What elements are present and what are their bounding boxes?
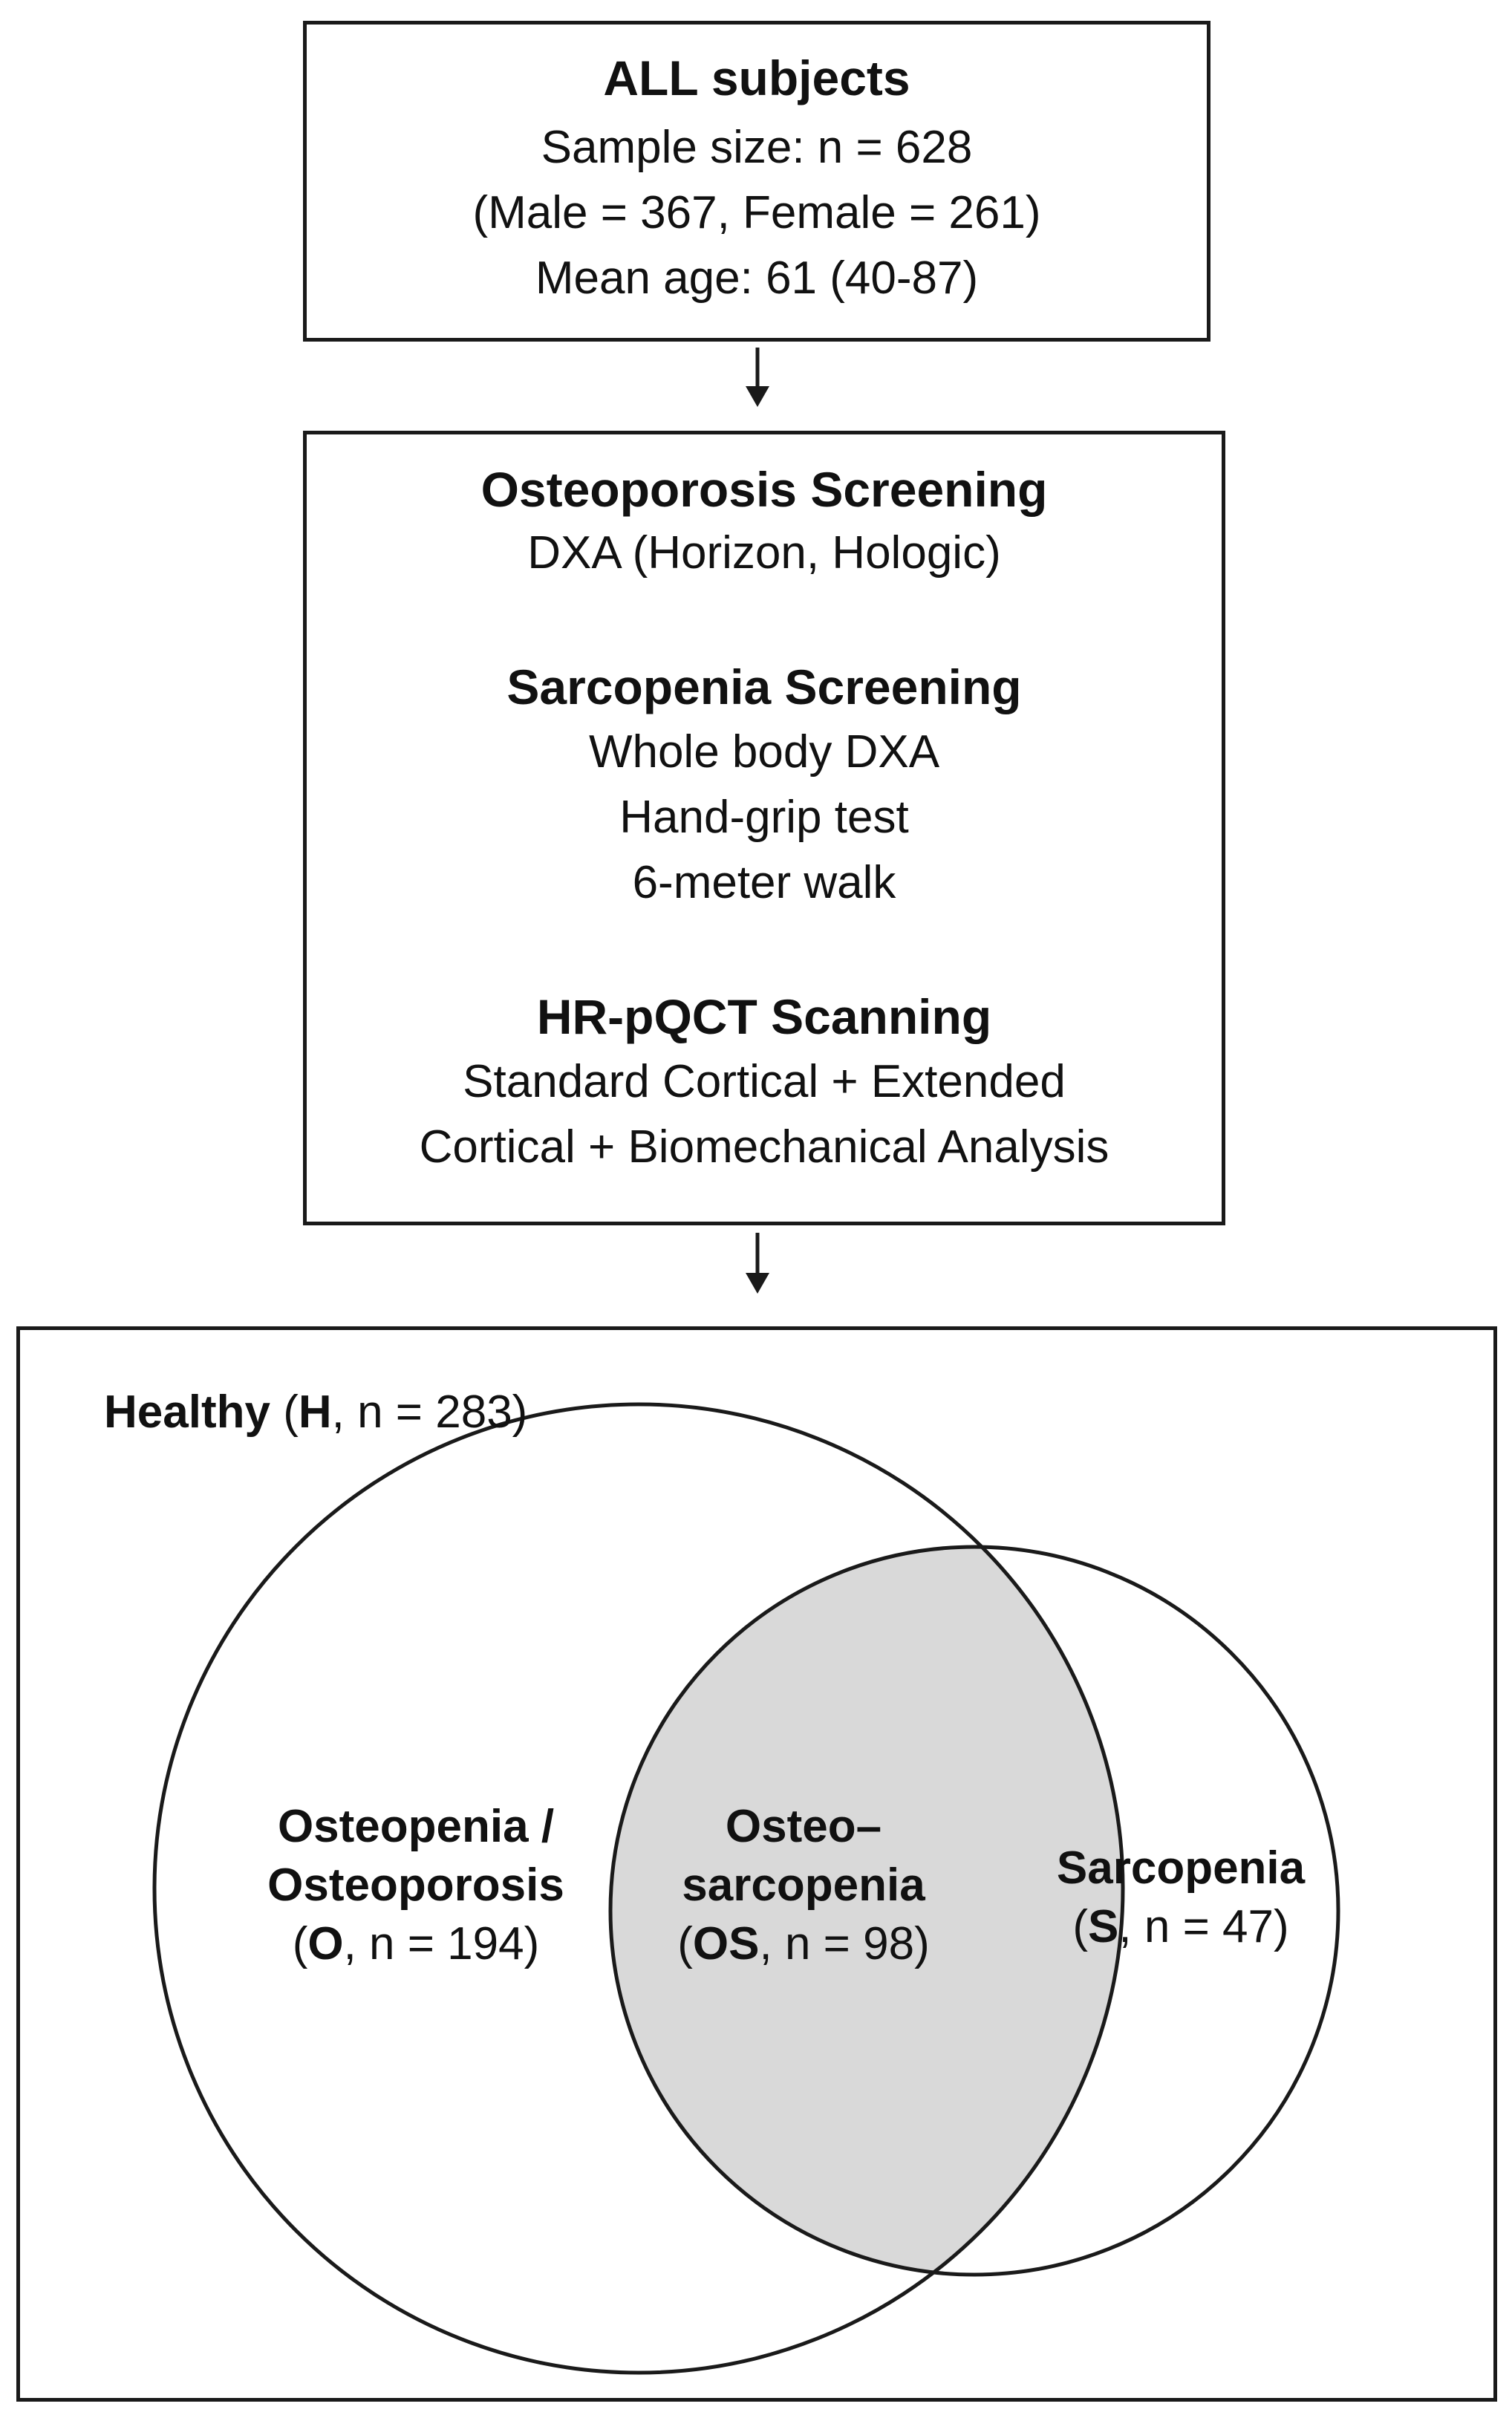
down-arrow-2 — [746, 1233, 769, 1294]
all-subjects-title: ALL subjects — [603, 50, 910, 105]
osteosarcopenia-n: , n = 98) — [759, 1918, 930, 1969]
osteo-label: Osteopenia / Osteoporosis (O, n = 194) — [223, 1800, 609, 1970]
osteosarcopenia-name-line2: sarcopenia — [682, 1860, 925, 1911]
sarcopenia-circle — [608, 1545, 1340, 2277]
healthy-open-paren: ( — [283, 1386, 299, 1438]
osteo-n: , n = 194) — [343, 1918, 540, 1969]
osteo-code: O — [307, 1918, 344, 1969]
sarcopenia-method-handgrip: Hand-grip test — [619, 792, 909, 843]
hrpqct-line-1: Standard Cortical + Extended — [463, 1056, 1066, 1107]
sarcopenia-screening-title: Sarcopenia Screening — [506, 659, 1022, 714]
healthy-name: Healthy — [104, 1386, 270, 1438]
down-arrow-1 — [746, 348, 769, 407]
sarcopenia-overlap-fill — [610, 1547, 1123, 2275]
sarcopenia-method-dxa: Whole body DXA — [588, 726, 940, 778]
osteo-circle — [152, 1402, 1125, 2375]
healthy-code: H — [298, 1386, 332, 1438]
osteo-name-line2: Osteoporosis — [267, 1860, 564, 1911]
osteosarcopenia-open-paren: ( — [677, 1918, 693, 1969]
sarcopenia-n: , n = 47) — [1118, 1901, 1289, 1952]
sarcopenia-label: Sarcopenia (S, n = 47) — [1017, 1842, 1344, 1953]
hrpqct-title: HR-pQCT Scanning — [536, 989, 992, 1044]
sarcopenia-open-paren: ( — [1072, 1901, 1089, 1952]
osteo-name-line1: Osteopenia / — [277, 1801, 555, 1852]
osteoporosis-method: DXA (Horizon, Hologic) — [527, 527, 1001, 579]
osteosarcopenia-name-line1: Osteo– — [725, 1801, 882, 1852]
healthy-n: , n = 283) — [331, 1386, 528, 1438]
sample-size: Sample size: n = 628 — [541, 122, 973, 173]
sarcopenia-method-walk: 6-meter walk — [632, 857, 896, 908]
osteosarcopenia-label: Osteo– sarcopenia (OS, n = 98) — [633, 1800, 974, 1970]
hrpqct-line-2: Cortical + Biomechanical Analysis — [419, 1121, 1109, 1173]
sex-breakdown: (Male = 367, Female = 261) — [472, 187, 1041, 238]
osteo-open-paren: ( — [292, 1918, 308, 1969]
osteosarcopenia-code: OS — [692, 1918, 760, 1969]
sarcopenia-name: Sarcopenia — [1056, 1842, 1306, 1894]
mean-age: Mean age: 61 (40-87) — [535, 252, 979, 304]
sarcopenia-code: S — [1088, 1901, 1119, 1952]
healthy-label: Healthy (H, n = 283) — [104, 1386, 527, 1438]
all-subjects-box: ALL subjects Sample size: n = 628 (Male … — [303, 21, 1210, 342]
osteoporosis-screening-title: Osteoporosis Screening — [480, 462, 1048, 517]
screening-box: Osteoporosis Screening DXA (Horizon, Hol… — [303, 431, 1225, 1225]
